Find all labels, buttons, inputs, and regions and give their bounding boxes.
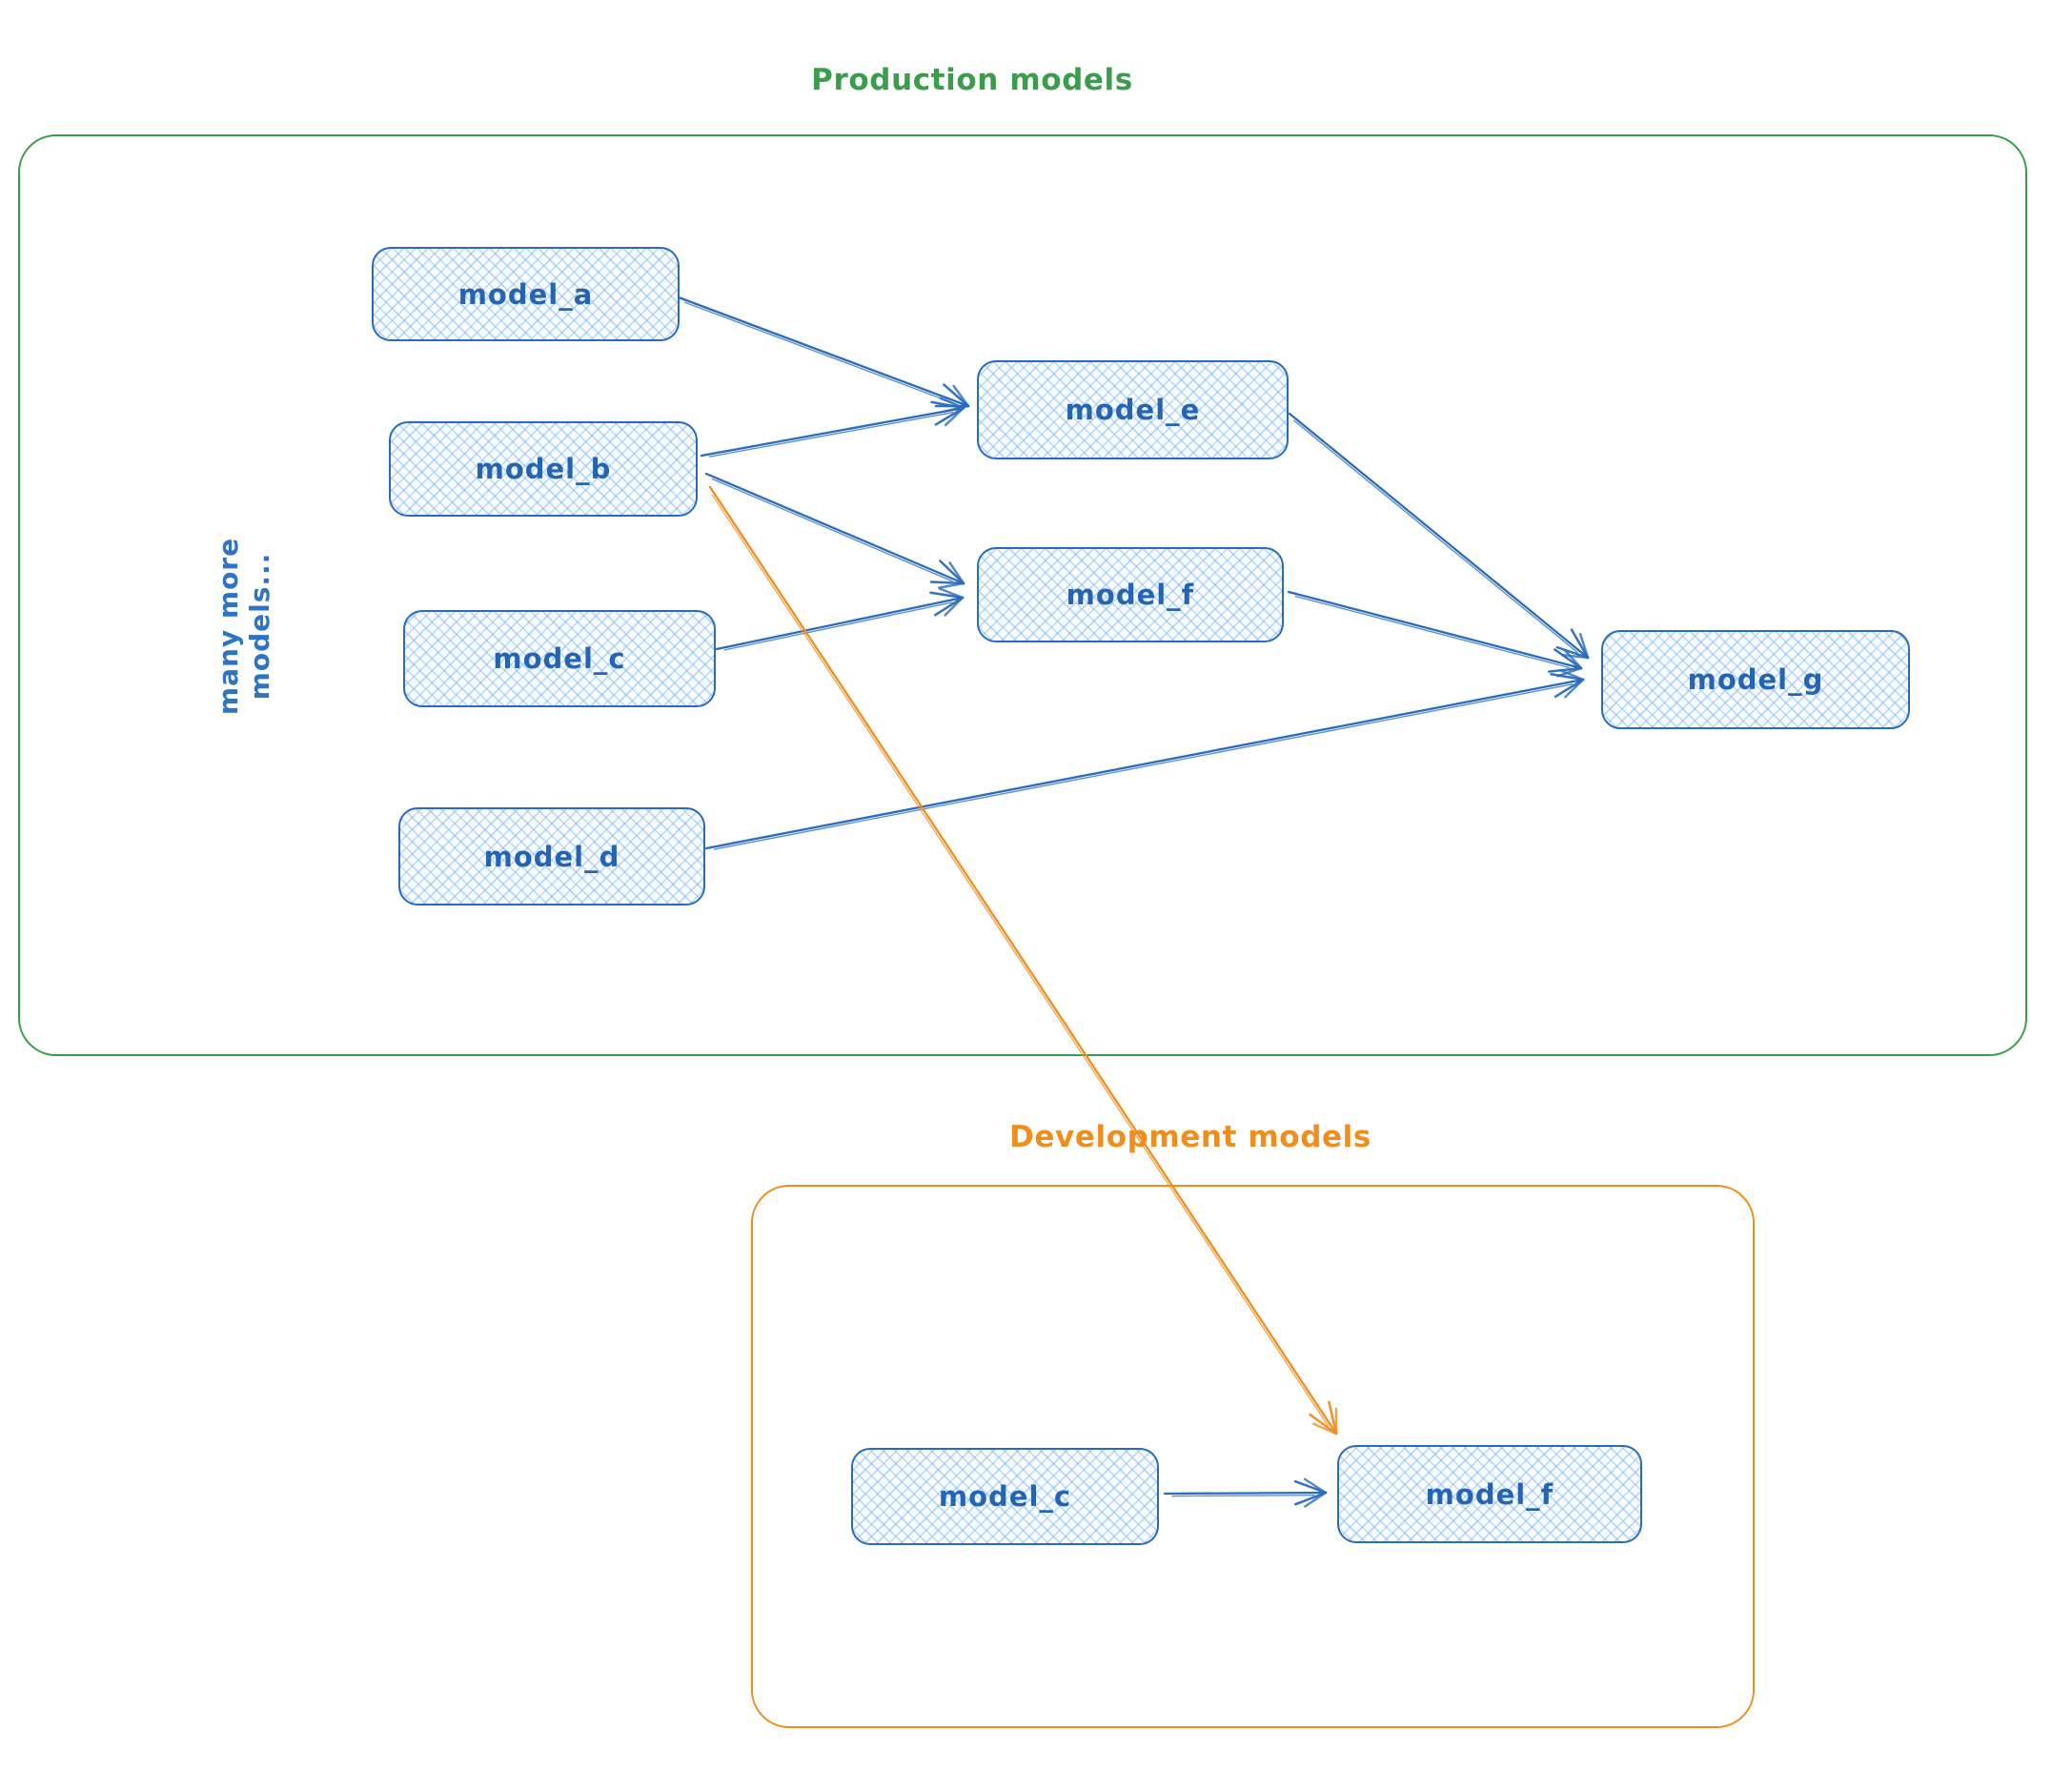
node-model-g[interactable]: model_g bbox=[1601, 630, 1910, 729]
node-model-c[interactable]: model_c bbox=[403, 610, 716, 707]
node-model-b[interactable]: model_b bbox=[389, 421, 698, 517]
many-more-models-label: many more models... bbox=[213, 537, 275, 716]
node-dev-model-c[interactable]: model_c bbox=[851, 1448, 1159, 1545]
node-model-e-label: model_e bbox=[1065, 394, 1201, 426]
node-model-f[interactable]: model_f bbox=[977, 547, 1284, 642]
node-model-f-label: model_f bbox=[1066, 579, 1195, 611]
node-model-d[interactable]: model_d bbox=[398, 807, 705, 906]
node-dev-model-f[interactable]: model_f bbox=[1337, 1445, 1642, 1543]
node-model-e[interactable]: model_e bbox=[977, 360, 1289, 459]
node-dev-model-f-label: model_f bbox=[1425, 1477, 1554, 1511]
node-model-a-label: model_a bbox=[457, 277, 594, 311]
node-model-b-label: model_b bbox=[475, 453, 612, 485]
node-model-d-label: model_d bbox=[483, 840, 620, 873]
development-group-title: Development models bbox=[1009, 1120, 1371, 1154]
node-model-g-label: model_g bbox=[1687, 663, 1824, 696]
production-group-title: Production models bbox=[811, 63, 1133, 97]
node-dev-model-c-label: model_c bbox=[938, 1480, 1072, 1513]
node-model-c-label: model_c bbox=[493, 642, 626, 675]
node-model-a[interactable]: model_a bbox=[372, 247, 680, 341]
